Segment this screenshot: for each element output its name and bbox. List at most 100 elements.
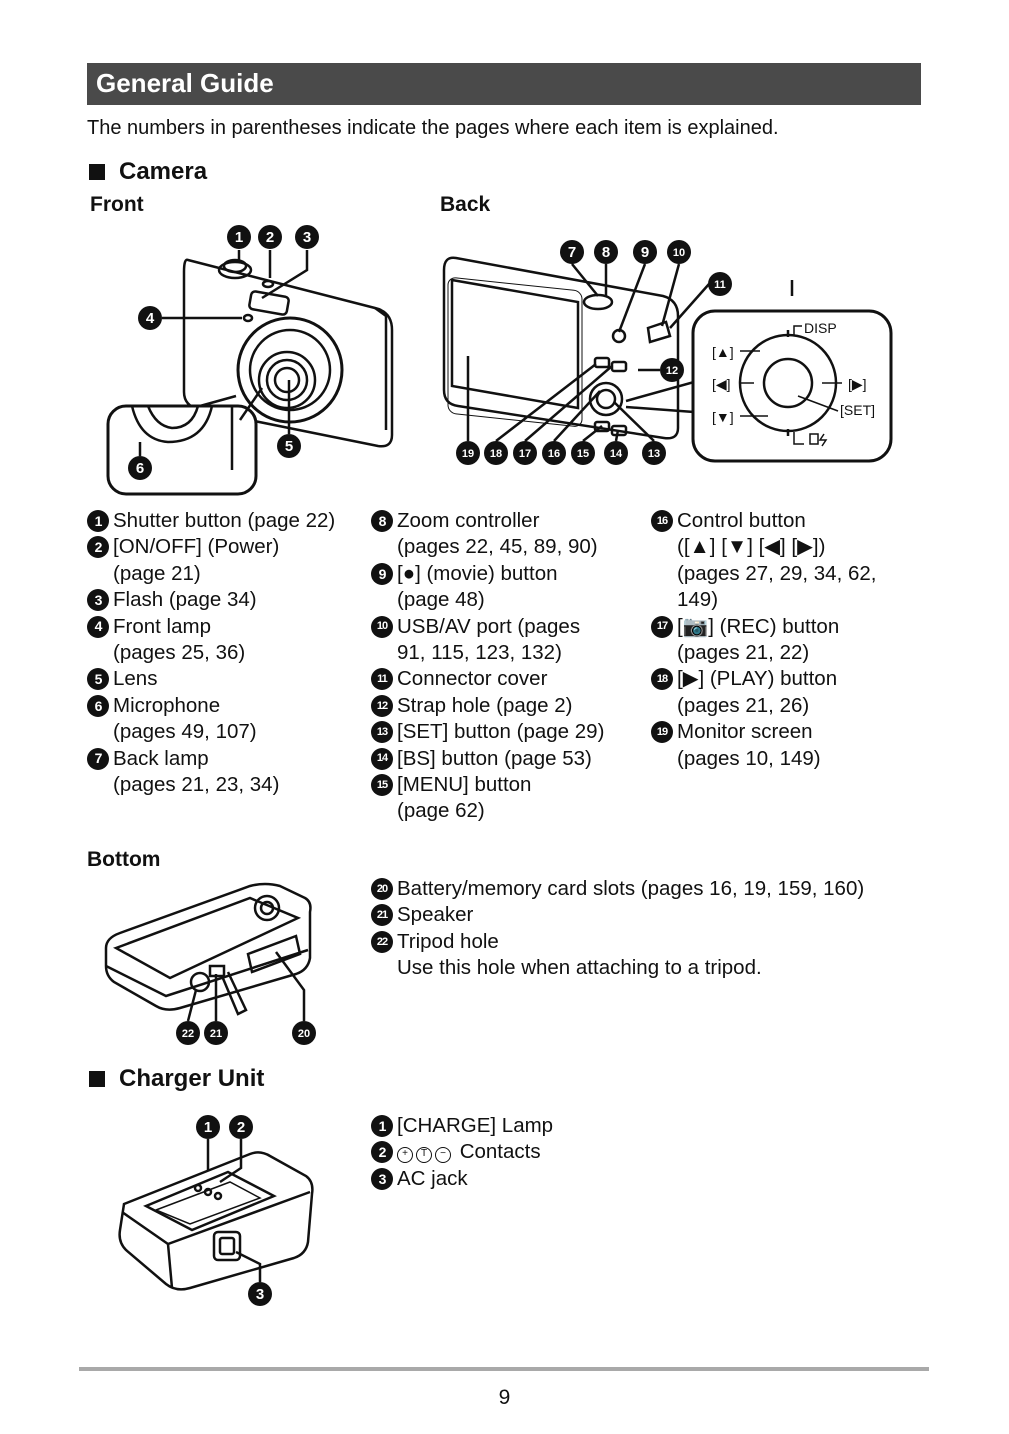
dpad-down-label: [▼] (712, 409, 734, 425)
item-text: [📷] (REC) button (677, 614, 840, 638)
item-number-badge: 9 (371, 562, 393, 585)
list-item: 13[SET] button (page 29) (371, 719, 641, 745)
svg-text:2: 2 (237, 1119, 245, 1136)
square-bullet-icon (89, 1071, 105, 1087)
camera-heading-text: Camera (119, 158, 208, 185)
item-text: [●] (movie) button (397, 561, 558, 585)
list-item: (pages 21, 23, 34) (87, 772, 362, 798)
svg-text:13: 13 (648, 448, 660, 460)
svg-text:2: 2 (266, 229, 274, 246)
svg-text:20: 20 (298, 1028, 310, 1040)
contact-symbol-icon: − (435, 1146, 451, 1163)
item-number-badge: 15 (371, 774, 393, 797)
item-number-badge: 19 (651, 721, 673, 744)
svg-text:3: 3 (303, 229, 311, 246)
item-text: +T− Contacts (397, 1139, 771, 1165)
svg-text:10: 10 (673, 247, 685, 259)
item-text: (page 48) (397, 588, 485, 612)
svg-text:14: 14 (610, 448, 623, 460)
svg-text:3: 3 (256, 1286, 264, 1303)
square-bullet-icon (89, 164, 105, 180)
svg-text:21: 21 (210, 1028, 222, 1040)
item-number-badge: 2 (371, 1141, 393, 1164)
dpad-left-label: [◀] (712, 376, 731, 392)
item-text: (pages 27, 29, 34, 62, (677, 561, 877, 585)
item-text: (page 21) (113, 561, 201, 585)
item-number-badge: 22 (371, 930, 393, 953)
list-item: 149) (651, 587, 921, 613)
page-title: General Guide (96, 68, 274, 98)
item-text: Use this hole when attaching to a tripod… (397, 956, 762, 980)
svg-text:15: 15 (577, 448, 589, 460)
item-text: (pages 21, 26) (677, 693, 810, 717)
item-text: Strap hole (page 2) (397, 693, 573, 717)
item-number-badge: 17 (651, 615, 673, 638)
svg-text:1: 1 (235, 229, 243, 246)
item-text: Battery/memory card slots (pages 16, 19,… (397, 877, 865, 900)
svg-text:4: 4 (146, 310, 155, 327)
item-text: [CHARGE] Lamp (397, 1114, 554, 1137)
item-number-badge: 11 (371, 668, 393, 691)
svg-text:17: 17 (519, 448, 531, 460)
list-item: 9[●] (movie) button (371, 561, 641, 587)
item-number-badge: 3 (87, 589, 109, 612)
camera-heading: Camera (89, 158, 207, 186)
contact-symbol-icon: + (397, 1146, 413, 1163)
list-item: (pages 27, 29, 34, 62, (651, 561, 921, 587)
list-item: (pages 21, 22) (651, 640, 921, 666)
item-text: Lens (113, 667, 158, 691)
dpad-right-label: [▶] (848, 376, 867, 392)
charger-illustration: 1 2 3 (118, 1115, 314, 1306)
item-text: ([▲] [▼] [◀] [▶]) (677, 535, 826, 559)
item-text: Speaker (397, 903, 474, 927)
list-item: 14[BS] button (page 53) (371, 746, 641, 772)
svg-text:7: 7 (568, 244, 576, 261)
item-text: (pages 21, 22) (677, 641, 810, 665)
item-number-badge: 8 (371, 510, 393, 532)
item-text: Back lamp (113, 746, 209, 770)
list-item: (pages 25, 36) (87, 640, 362, 666)
list-item: (page 48) (371, 587, 641, 613)
svg-text:16: 16 (548, 448, 560, 460)
section-header-bar: General Guide (87, 63, 921, 105)
item-text: (pages 22, 45, 89, 90) (397, 535, 598, 559)
contact-symbol-icon: T (416, 1146, 432, 1163)
item-text: Monitor screen (677, 720, 813, 744)
dpad-up-label: [▲] (712, 344, 734, 360)
item-text: Microphone (113, 693, 221, 717)
item-number-badge: 5 (87, 668, 109, 691)
item-number-badge: 14 (371, 747, 393, 770)
item-text: Control button (677, 509, 806, 532)
camera-back-illustration: 7 8 9 10 11 12 19 18 17 16 15 14 13 DISP… (442, 240, 893, 465)
charger-heading-text: Charger Unit (119, 1065, 265, 1092)
svg-text:1: 1 (204, 1119, 212, 1136)
item-text: Shutter button (page 22) (113, 509, 336, 532)
item-number-badge: 1 (87, 510, 109, 532)
list-item: (page 62) (371, 798, 641, 824)
item-number-badge: 3 (371, 1167, 393, 1190)
list-item: (pages 49, 107) (87, 719, 362, 745)
intro-text: The numbers in parentheses indicate the … (87, 117, 779, 139)
item-text: [▶] (PLAY) button (677, 667, 838, 691)
svg-text:11: 11 (714, 279, 726, 291)
list-item: 1[CHARGE] Lamp (371, 1113, 771, 1139)
page-number: 9 (498, 1386, 511, 1409)
list-item: 2+T− Contacts (371, 1139, 771, 1165)
svg-text:22: 22 (182, 1028, 194, 1040)
item-text: [BS] button (page 53) (397, 746, 592, 770)
item-number-badge: 7 (87, 747, 109, 770)
item-text: [SET] button (page 29) (397, 720, 605, 744)
charger-heading: Charger Unit (89, 1065, 264, 1093)
camera-front-illustration: 1 2 3 4 5 6 (106, 225, 394, 496)
front-label: Front (90, 193, 144, 216)
